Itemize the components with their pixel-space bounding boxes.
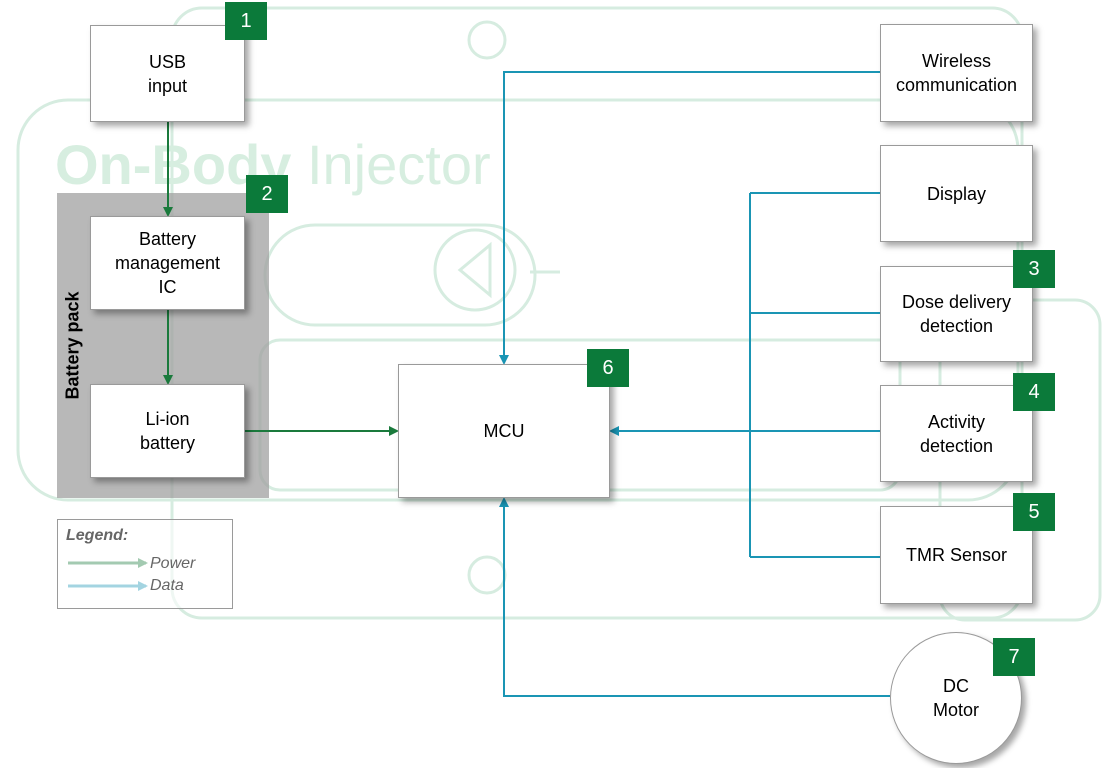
li-ion-battery-block: Li-ion battery [90, 384, 245, 478]
dc-motor-block: DC Motor [890, 632, 1022, 764]
legend-title: Legend: [66, 527, 129, 544]
badge-tmr: 5 [1013, 493, 1055, 531]
on-body-injector-watermark: On-Body Injector [55, 133, 491, 196]
badge-motor: 7 [993, 638, 1035, 676]
legend-power-label: Power [150, 555, 196, 572]
battery-management-ic-block: Battery management IC [90, 216, 245, 310]
badge-activity: 4 [1013, 373, 1055, 411]
data-line-wireless-to-mcu [499, 71, 880, 365]
mcu-block: MCU [398, 364, 610, 498]
dose-delivery-detection-block: Dose delivery detection [880, 266, 1033, 362]
display-block: Display [880, 145, 1033, 242]
badge-mcu: 6 [587, 349, 629, 387]
badge-battery: 2 [246, 175, 288, 213]
usb-input-block: USB input [90, 25, 245, 122]
legend: Legend: Power Data [57, 519, 233, 609]
legend-data-label: Data [150, 577, 184, 594]
badge-dose-delivery: 3 [1013, 250, 1055, 288]
tmr-sensor-block: TMR Sensor [880, 506, 1033, 604]
badge-usb: 1 [225, 2, 267, 40]
data-line-motor-to-mcu [499, 497, 890, 697]
activity-detection-block: Activity detection [880, 385, 1033, 482]
wireless-communication-block: Wireless communication [880, 24, 1033, 122]
